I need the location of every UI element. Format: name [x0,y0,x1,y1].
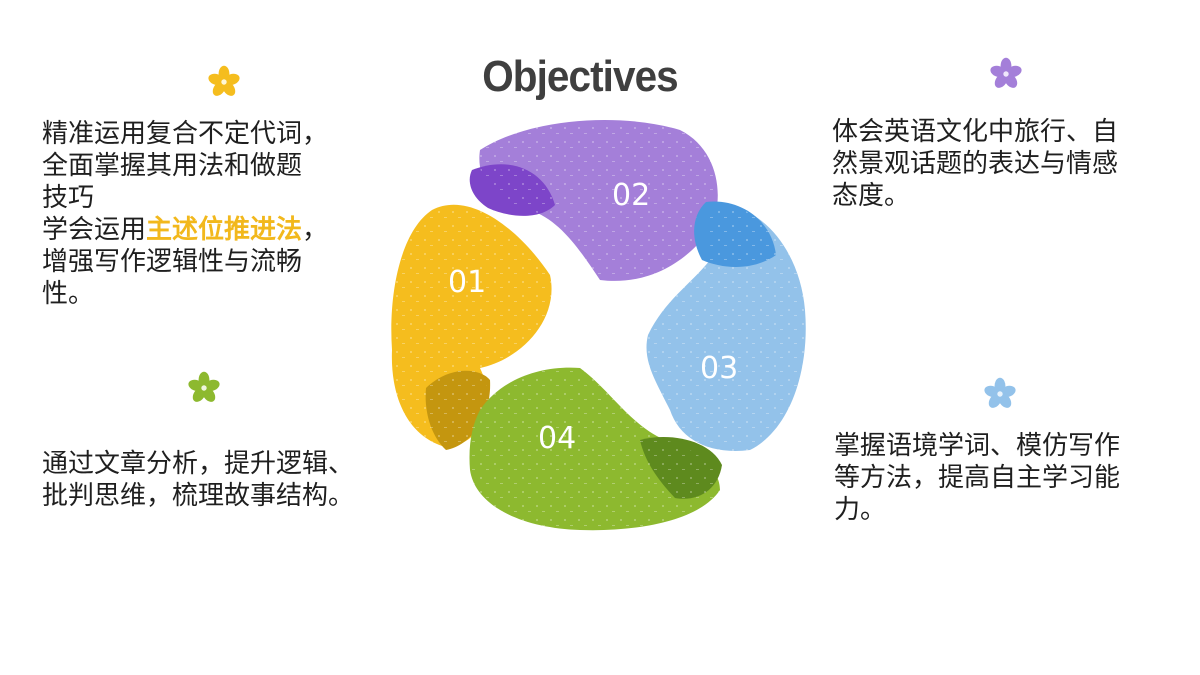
objective-1-line-4-pre: 学会运用 [42,215,147,245]
objective-2-line-1: 体会英语文化中旅行、自 [832,117,1119,147]
flower-icon-purple [990,57,1022,88]
objective-text-3: 掌握语境学词、模仿写作 等方法，提高自主学习能 力。 [834,430,1174,526]
objective-2-line-2: 然景观话题的表达与情感 [832,149,1119,179]
objective-4-line-2: 批判思维，梳理故事结构。 [42,481,355,511]
petal-01 [391,204,552,450]
flower-icon-green [188,371,220,402]
objectives-cycle-diagram: 01 02 03 04 [391,119,806,531]
objective-3-line-1: 掌握语境学词、模仿写作 [834,431,1121,461]
objective-1-line-5: 增强写作逻辑性与流畅 [42,247,303,277]
petal-02 [469,119,718,281]
flower-icon-yellow [208,65,240,96]
petal-04 [469,367,722,531]
objective-3-line-3: 力。 [834,495,887,525]
objective-4-line-1: 通过文章分析，提升逻辑、 [42,449,355,479]
page-title: Objectives [482,52,678,101]
flower-icon-blue [984,377,1016,408]
objective-1-line-6: 性。 [42,279,95,309]
petal-02-label: 02 [612,178,650,213]
objective-1-line-4: 学会运用主述位推进法， [42,214,372,246]
objective-1-line-4-post: ， [302,215,329,245]
objective-text-1: 精准运用复合不定代词， 全面掌握其用法和做题 技巧 学会运用主述位推进法， 增强… [42,118,372,310]
highlight-term: 主述位推进法 [146,215,303,245]
petal-03 [646,201,806,451]
objective-3-line-2: 等方法，提高自主学习能 [834,463,1121,493]
petal-04-label: 04 [538,421,576,456]
objective-1-line-3: 技巧 [42,183,95,213]
objective-2-line-3: 态度。 [832,181,911,211]
petal-01-label: 01 [448,265,486,300]
petal-03-label: 03 [700,351,738,386]
objective-1-line-1: 精准运用复合不定代词， [42,119,329,149]
objective-text-2: 体会英语文化中旅行、自 然景观话题的表达与情感 态度。 [832,116,1172,212]
objective-text-4: 通过文章分析，提升逻辑、 批判思维，梳理故事结构。 [42,448,402,512]
objective-1-line-2: 全面掌握其用法和做题 [42,151,303,181]
